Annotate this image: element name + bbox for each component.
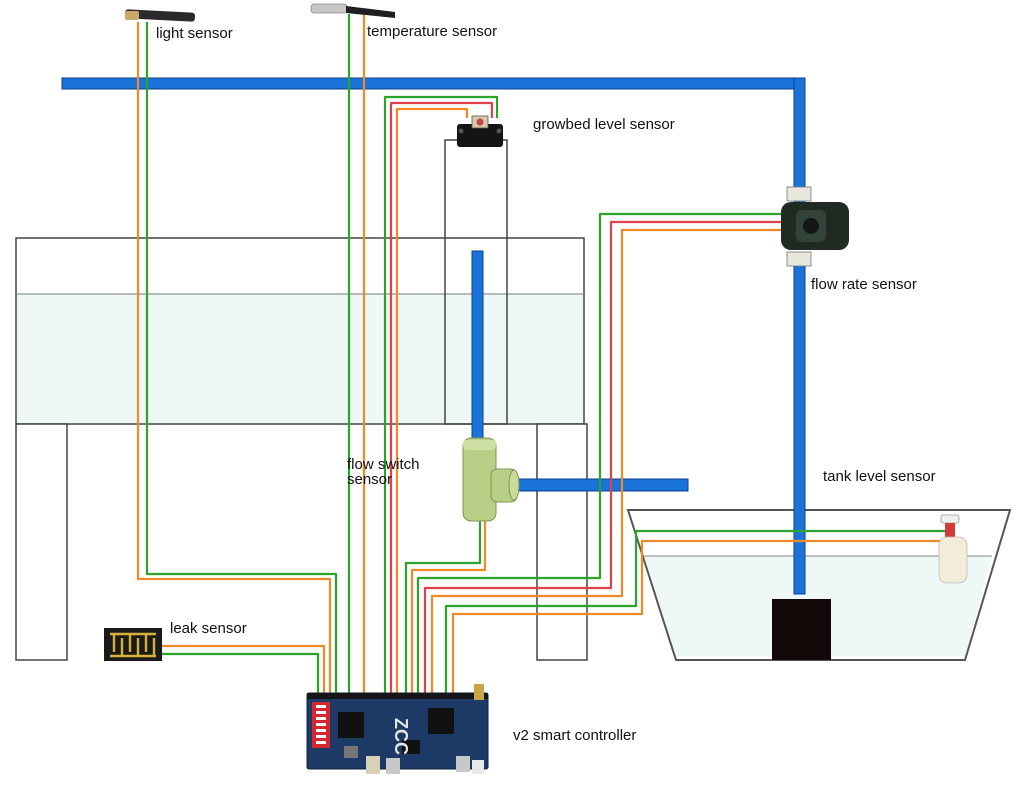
pipe-right-upper: [793, 77, 806, 205]
flow-rate-sensor: [781, 186, 849, 267]
pipe-center-horizontal: [517, 478, 689, 492]
label-smart-controller: v2 smart controller: [513, 727, 637, 744]
label-temperature-sensor: temperature sensor: [367, 23, 498, 40]
growbed-water: [17, 294, 583, 423]
growbed-leg-right: [536, 423, 588, 661]
wire-light-orange: [136, 22, 332, 694]
wire-flowrate-orange: [430, 228, 786, 694]
temperature-sensor-probe: [310, 3, 395, 18]
pump: [772, 599, 831, 660]
smart-controller-board: ZCC: [306, 684, 489, 774]
wire-tank-green: [444, 529, 945, 694]
pipe-center-vertical: [471, 250, 484, 448]
label-flow-switch-sensor: flow switch sensor: [347, 456, 420, 488]
wire-leak-green: [158, 652, 320, 694]
flow-switch-sensor: [462, 437, 520, 522]
wire-growbed-red: [389, 101, 494, 694]
light-sensor-probe: [124, 9, 196, 22]
label-growbed-level-sensor: growbed level sensor: [533, 116, 675, 133]
wire-flowrate-red: [423, 220, 786, 694]
pipe-right-lower: [793, 263, 806, 595]
leak-sensor: [104, 628, 162, 661]
board-silkscreen-text: ZCC: [391, 718, 411, 755]
wire-flowswitch-green: [404, 520, 482, 694]
wire-flowswitch-orange: [410, 520, 487, 694]
wire-growbed-orange: [395, 107, 469, 694]
label-tank-level-sensor: tank level sensor: [823, 468, 936, 485]
wire-flowrate-green: [416, 212, 786, 694]
growbed-leg-left: [15, 423, 68, 661]
pipe-top-horizontal: [61, 77, 803, 90]
tank-level-float-sensor: [938, 514, 968, 584]
label-light-sensor: light sensor: [156, 25, 233, 42]
wire-leak-orange: [158, 644, 326, 694]
label-flow-rate-sensor: flow rate sensor: [811, 276, 917, 293]
wire-tank-orange: [451, 539, 945, 694]
label-leak-sensor: leak sensor: [170, 620, 247, 637]
wire-light-green: [145, 22, 338, 694]
wiring: [136, 14, 945, 694]
wire-growbed-green: [383, 95, 499, 694]
growbed: [15, 139, 588, 661]
growbed-level-sensor: [457, 115, 503, 147]
